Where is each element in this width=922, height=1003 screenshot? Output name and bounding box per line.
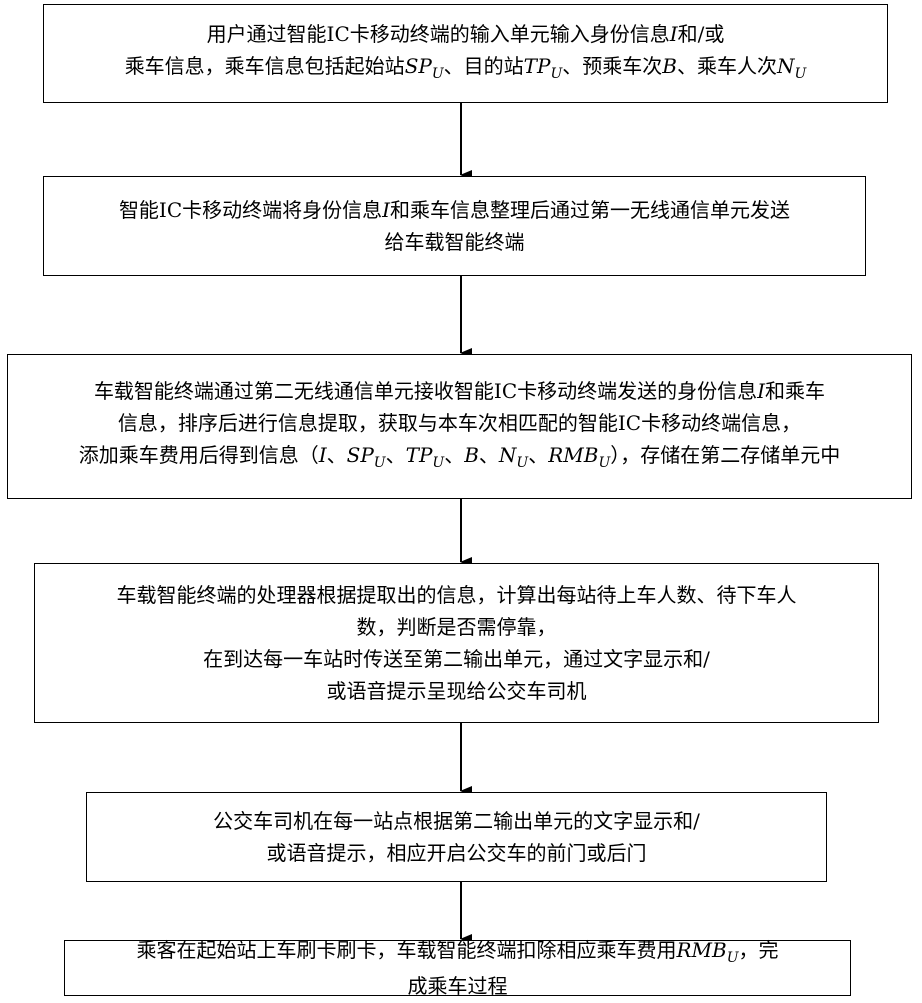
step-1-line-2: 乘车信息，乘车信息包括起始站SPU、目的站TPU、预乘车次B、乘车人次NU [125, 50, 807, 90]
step-5-line-2: 或语音提示，相应开启公交车的前门或后门 [267, 837, 647, 869]
step-2-send-to-terminal: 智能IC卡移动终端将身份信息I和乘车信息整理后通过第一无线通信单元发送 给车载智… [43, 176, 866, 276]
step-6-line-2: 成乘车过程 [408, 972, 508, 1000]
step-4-line-1: 车载智能终端的处理器根据提取出的信息，计算出每站待上车人数、待下车人 [117, 579, 797, 611]
step-4-line-2: 数，判断是否需停靠， [357, 611, 557, 643]
step-3-line-2: 信息，排序后进行信息提取，获取与本车次相匹配的智能IC卡移动终端信息， [118, 407, 801, 439]
step-3-line-3: 添加乘车费用后得到信息（I、SPU、TPU、B、NU、RMBU），存储在第二存储… [79, 439, 841, 479]
step-3-receive-and-store: 车载智能终端通过第二无线通信单元接收智能IC卡移动终端发送的身份信息I和乘车 信… [7, 354, 912, 499]
step-2-line-2: 给车载智能终端 [385, 226, 525, 258]
step-4-compute-and-present: 车载智能终端的处理器根据提取出的信息，计算出每站待上车人数、待下车人 数，判断是… [34, 563, 879, 723]
step-5-driver-opens-door: 公交车司机在每一站点根据第二输出单元的文字显示和/ 或语音提示，相应开启公交车的… [86, 792, 827, 882]
step-3-line-1: 车载智能终端通过第二无线通信单元接收智能IC卡移动终端发送的身份信息I和乘车 [94, 375, 825, 407]
step-2-line-1: 智能IC卡移动终端将身份信息I和乘车信息整理后通过第一无线通信单元发送 [119, 194, 790, 226]
step-5-line-1: 公交车司机在每一站点根据第二输出单元的文字显示和/ [213, 805, 700, 837]
step-6-passenger-pays: 乘客在起始站上车刷卡刷卡，车载智能终端扣除相应乘车费用RMBU，完 成乘车过程 [64, 940, 851, 996]
step-4-line-3: 在到达每一车站时传送至第二输出单元，通过文字显示和/ [203, 643, 710, 675]
step-1-line-1: 用户通过智能IC卡移动终端的输入单元输入身份信息I和/或 [207, 18, 725, 50]
step-6-line-1: 乘客在起始站上车刷卡刷卡，车载智能终端扣除相应乘车费用RMBU，完 [136, 936, 778, 972]
step-1-input-info: 用户通过智能IC卡移动终端的输入单元输入身份信息I和/或 乘车信息，乘车信息包括… [43, 4, 888, 103]
step-4-line-4: 或语音提示呈现给公交车司机 [327, 675, 587, 707]
